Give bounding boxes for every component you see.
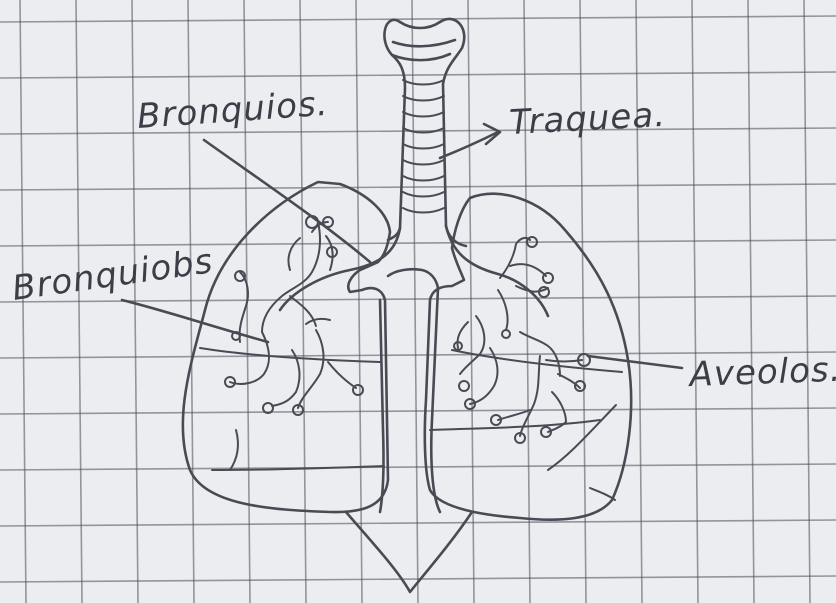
grid-line-horizontal (0, 16, 836, 22)
grid-line-vertical (748, 0, 754, 603)
label-bronquiolos: Bronquiobs (10, 241, 216, 309)
grid-line-horizontal (0, 464, 836, 470)
grid-line-vertical (524, 0, 530, 603)
grid-line-vertical (692, 0, 698, 603)
trachea-ring (403, 96, 444, 101)
grid-line-vertical (804, 0, 810, 603)
grid-line-vertical (356, 0, 362, 603)
trachea-ring (403, 176, 444, 181)
grid-line-vertical (580, 0, 586, 603)
trachea-ring (403, 112, 444, 117)
trachea (384, 19, 466, 246)
trachea-ring (403, 160, 444, 165)
grid-line-vertical (188, 0, 194, 603)
grid-line-vertical (412, 0, 418, 603)
trachea-ring (403, 208, 444, 213)
trachea-ring (403, 80, 444, 85)
label-alveolos: Aveolos. (687, 350, 836, 395)
grid-line-horizontal (0, 240, 836, 246)
trachea-ring (403, 144, 444, 149)
right-bronchioles (454, 237, 590, 443)
grid-line-horizontal (0, 184, 836, 190)
grid-line-horizontal (0, 408, 836, 414)
grid-line-horizontal (0, 72, 836, 78)
trachea-ring (403, 192, 444, 197)
alveolos-pointer (588, 356, 682, 368)
grid-line-vertical (636, 0, 642, 603)
label-traquea: Traquea. (508, 95, 667, 143)
